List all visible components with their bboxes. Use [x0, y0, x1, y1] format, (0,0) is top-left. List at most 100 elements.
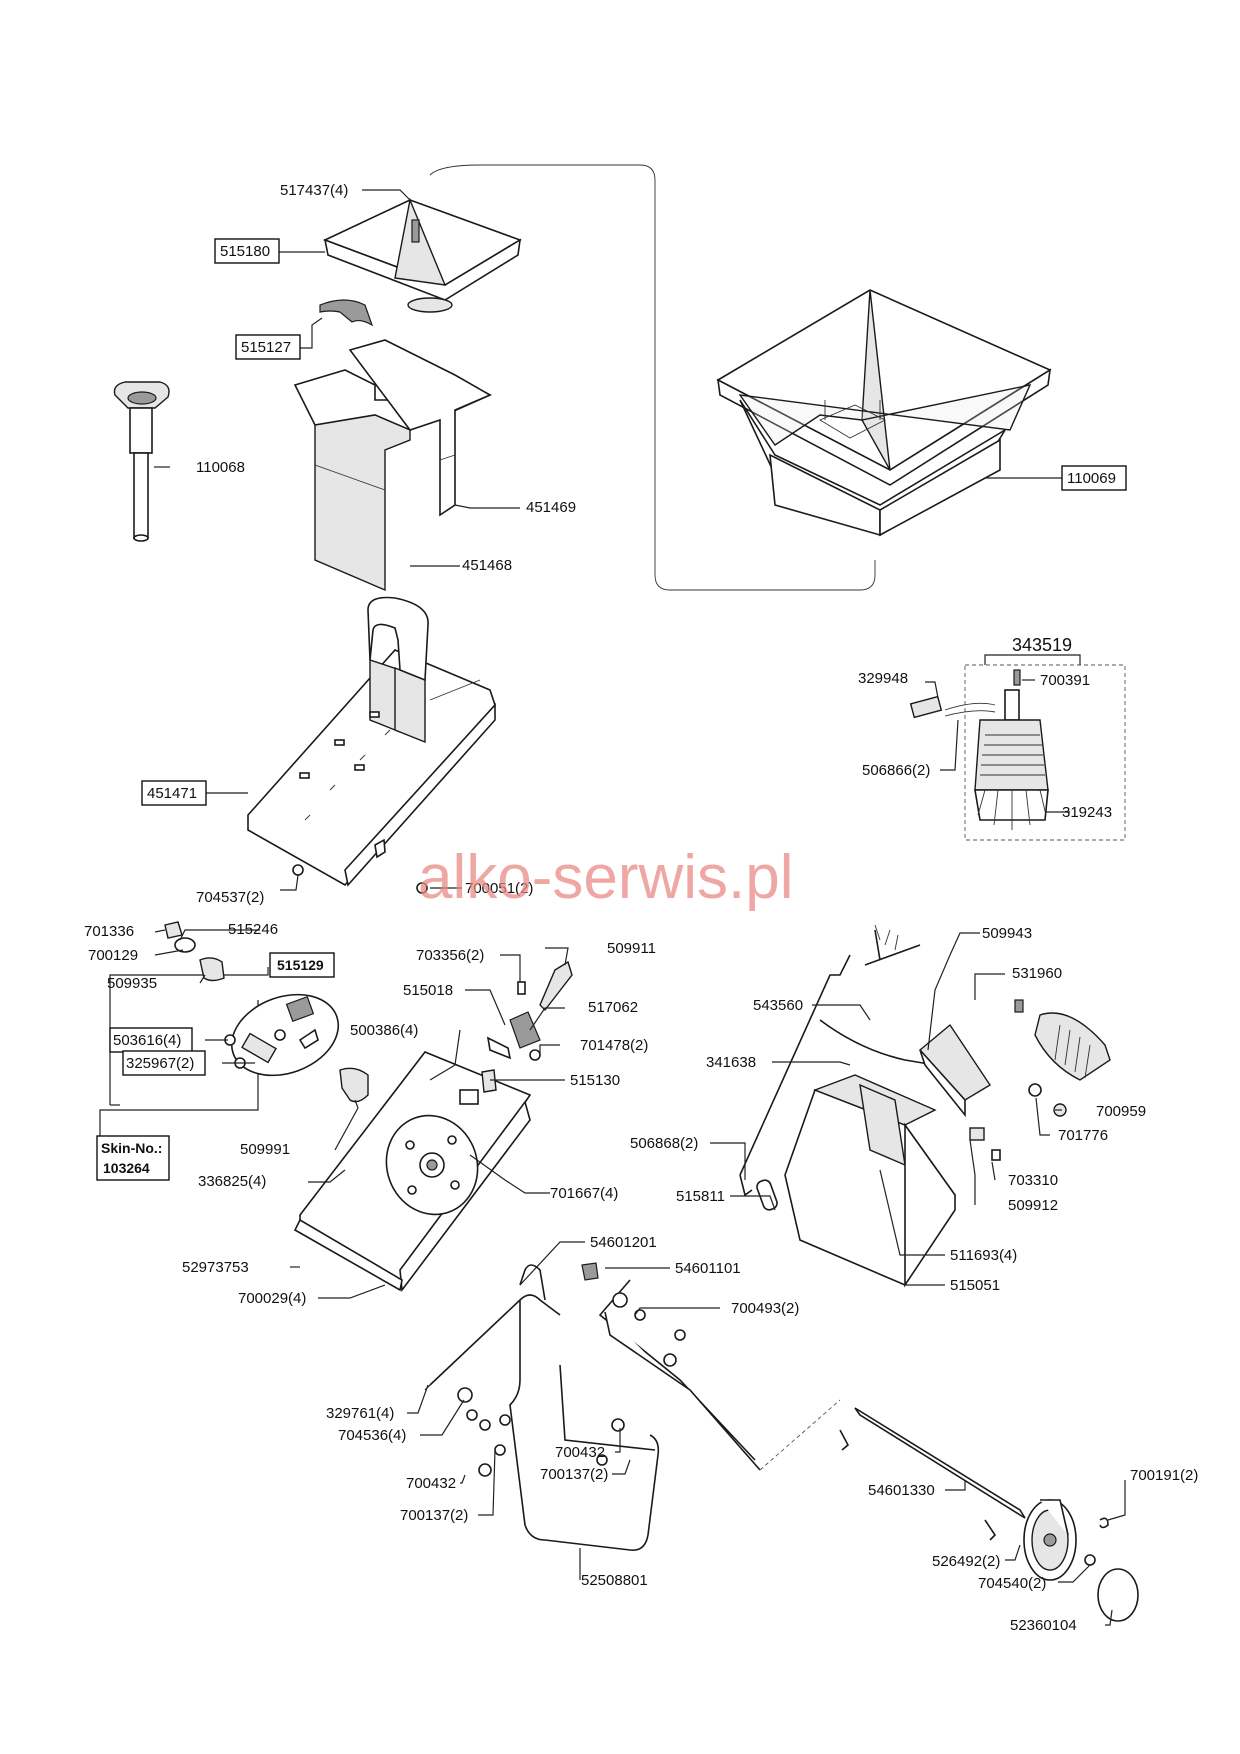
label-704540: 704540(2) [978, 1575, 1046, 1592]
label-511693: 511693(4) [950, 1247, 1017, 1264]
label-319243: 319243 [1062, 804, 1112, 821]
leader-lines [154, 189, 1126, 1626]
part-labels: 517437(4) 515180 515127 110068 451469 45… [84, 182, 1198, 1634]
capacitor-box-515051 [784, 1074, 956, 1288]
screw-701776 [1028, 1083, 1042, 1097]
nut-704537 [292, 864, 304, 876]
label-52973753: 52973753 [182, 1259, 249, 1276]
label-509943: 509943 [982, 925, 1032, 942]
connector-703310 [991, 1149, 1001, 1161]
label-543560: 543560 [753, 997, 803, 1014]
label-110069: 110069 [1067, 470, 1116, 487]
chassis-plate-52973753 [293, 1051, 532, 1293]
label-700137-left: 700137(2) [400, 1507, 468, 1524]
label-703310: 703310 [1008, 1172, 1058, 1189]
motor-group-bracket [984, 654, 1081, 665]
motor-531960 [1014, 999, 1111, 1081]
cable-harness-543560 [739, 924, 936, 1197]
pin-upper [839, 1429, 850, 1451]
clip-700191 [1099, 1517, 1109, 1529]
label-703356: 703356(2) [416, 947, 484, 964]
nut-701336 [164, 921, 183, 939]
axle-54601330 [854, 1407, 1026, 1519]
washer-704540 [1084, 1554, 1096, 1566]
label-701667: 701667(4) [550, 1185, 618, 1202]
cover-plate-451471 [247, 596, 496, 887]
pin-526492 [984, 1519, 997, 1541]
label-509935: 509935 [107, 975, 157, 992]
label-451471: 451471 [147, 785, 197, 802]
label-704537: 704537(2) [196, 889, 264, 906]
label-531960: 531960 [1012, 965, 1062, 982]
label-509991: 509991 [240, 1141, 290, 1158]
label-329948: 329948 [858, 670, 908, 687]
label-517437: 517437(4) [280, 182, 348, 199]
label-451469: 451469 [526, 499, 576, 516]
label-54601101: 54601101 [675, 1260, 741, 1277]
tamper-handle-110068 [113, 381, 170, 542]
clip-515127 [319, 299, 374, 327]
label-700959: 700959 [1096, 1103, 1146, 1120]
axle-dashed-link [759, 1399, 841, 1471]
wheel-526492 [1023, 1499, 1077, 1581]
label-336825: 336825(4) [198, 1173, 266, 1190]
label-451468: 451468 [462, 557, 512, 574]
large-hopper-110069 [716, 289, 1052, 537]
label-700432-left: 700432 [406, 1475, 456, 1492]
label-515130: 515130 [570, 1072, 620, 1089]
label-515051: 515051 [950, 1277, 1000, 1294]
label-700051: 700051(2) [465, 880, 533, 897]
motor-group-frame [964, 664, 1126, 841]
label-700129: 700129 [88, 947, 138, 964]
label-701776: 701776 [1058, 1127, 1108, 1144]
skin-number-title: Skin-No.: [101, 1140, 162, 1156]
label-509912: 509912 [1008, 1197, 1058, 1214]
label-54601201: 54601201 [590, 1234, 657, 1251]
part-509991 [339, 1067, 369, 1103]
label-700432-right: 700432 [555, 1444, 605, 1461]
spring-515130 [481, 1069, 497, 1093]
plug-509912 [969, 1127, 985, 1141]
label-341638: 341638 [706, 1054, 756, 1071]
label-704536: 704536(4) [338, 1427, 406, 1444]
skin-number-value: 103264 [103, 1160, 150, 1176]
alternative-hopper-bracket-line [429, 164, 876, 591]
label-110068: 110068 [196, 459, 245, 476]
hubcap-52360104 [1097, 1568, 1139, 1622]
screw-700051 [416, 882, 428, 894]
capacitor-515811 [756, 1179, 778, 1211]
label-515018: 515018 [403, 982, 453, 999]
label-700493: 700493(2) [731, 1300, 799, 1317]
label-700391: 700391 [1040, 672, 1090, 689]
label-506868: 506868(2) [630, 1135, 698, 1152]
label-343519: 343519 [1012, 635, 1072, 655]
cutter-housing [293, 339, 492, 592]
label-500386: 500386(4) [350, 1022, 418, 1039]
part-509935 [199, 957, 225, 982]
leg-frame-52508801 [509, 1300, 660, 1552]
blade-disc-515129 [230, 993, 340, 1077]
watermark: alko-serwis.pl [418, 843, 794, 912]
label-515180: 515180 [220, 243, 270, 260]
label-506866: 506866(2) [862, 762, 930, 779]
label-700029: 700029(4) [238, 1290, 306, 1307]
label-325967: 325967(2) [126, 1055, 194, 1072]
label-701336: 701336 [84, 923, 134, 940]
label-701478: 701478(2) [580, 1037, 648, 1054]
label-515811: 515811 [676, 1188, 725, 1205]
label-515129: 515129 [277, 957, 324, 973]
label-515246: 515246 [228, 921, 278, 938]
label-515127: 515127 [241, 339, 291, 356]
small-hopper-515180 [322, 197, 522, 313]
label-509911: 509911 [607, 940, 656, 957]
label-boxes [96, 238, 1127, 1181]
label-54601330: 54601330 [868, 1482, 935, 1499]
label-52360104: 52360104 [1010, 1617, 1077, 1634]
bushing-700129 [174, 937, 196, 953]
motor-343519 [909, 669, 1049, 830]
label-503616: 503616(4) [113, 1032, 181, 1049]
label-329761: 329761(4) [326, 1405, 394, 1422]
label-526492: 526492(2) [932, 1553, 1000, 1570]
label-700137-right: 700137(2) [540, 1466, 608, 1483]
